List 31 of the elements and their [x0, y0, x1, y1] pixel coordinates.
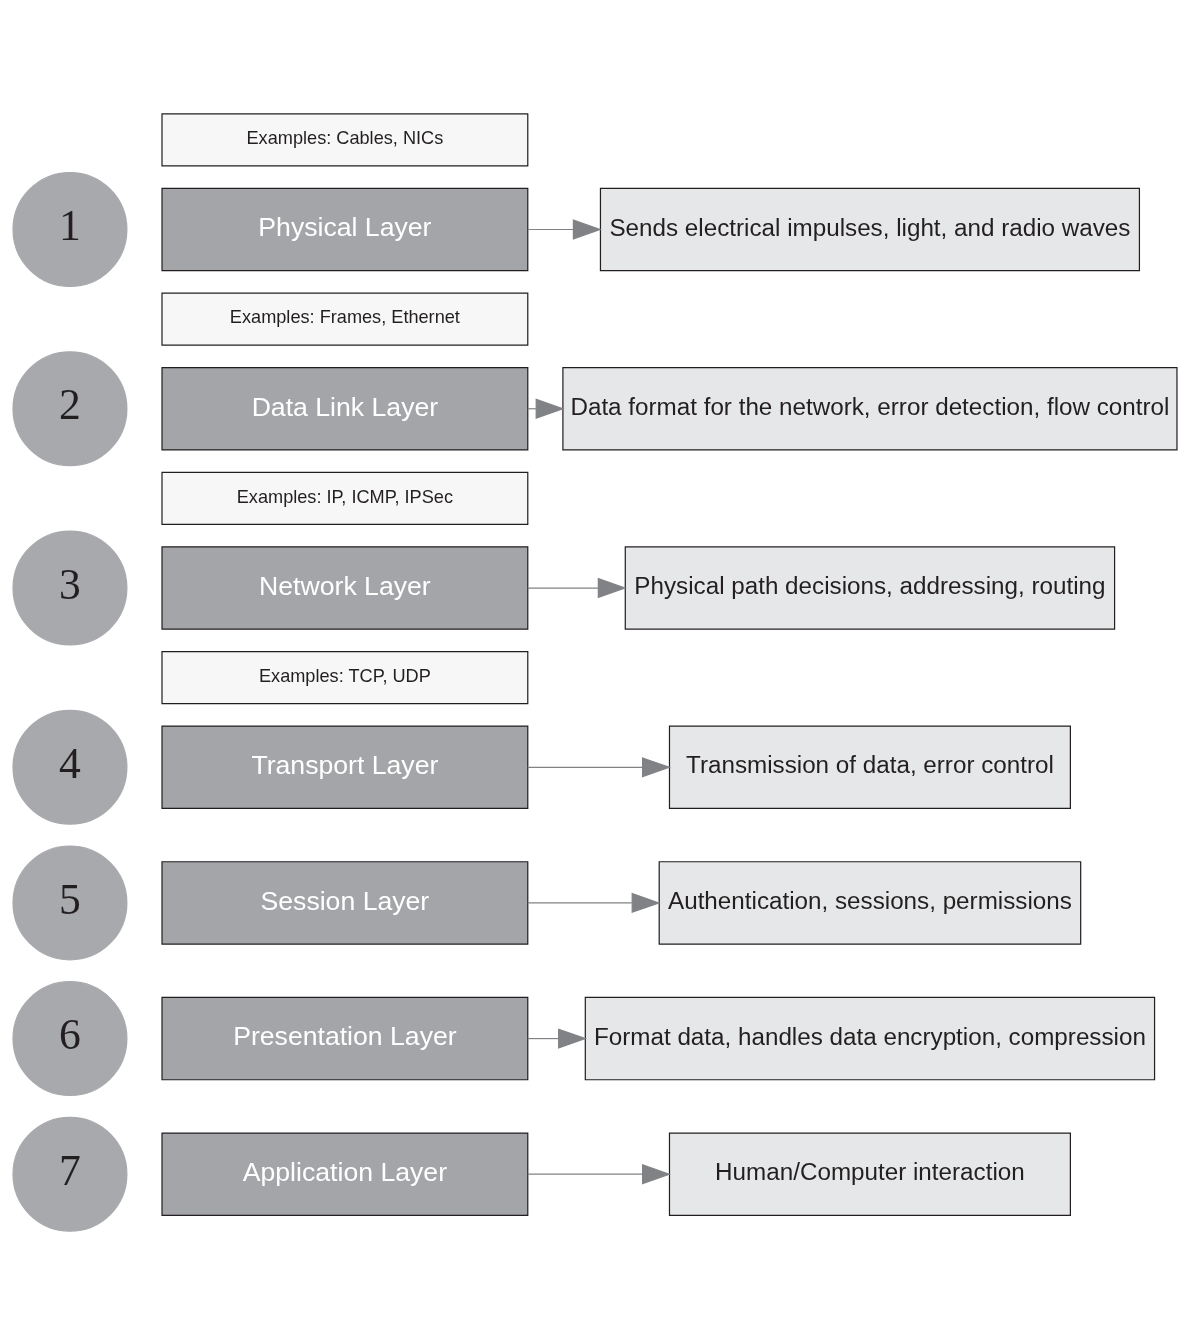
node-box: Human/Computer interaction	[668, 1131, 1071, 1216]
node-box: Examples: IP, ICMP, IPSec	[161, 471, 529, 525]
node-circle: 1	[12, 171, 128, 287]
node-circle: 5	[12, 844, 128, 960]
node-box: Data format for the network, error detection, flow control	[562, 366, 1178, 451]
node-circle: 6	[12, 980, 128, 1096]
node-box: Transmission of data, error control	[668, 725, 1071, 809]
arrow	[527, 577, 627, 598]
node-box: Data Link Layer	[161, 366, 529, 451]
arrow	[527, 218, 602, 240]
node-box: Physical Layer	[161, 187, 529, 271]
node-circle: 2	[12, 350, 128, 466]
arrow	[527, 1163, 672, 1184]
node-box: Network Layer	[161, 545, 529, 630]
arrow	[527, 1027, 588, 1049]
node-box: Examples: Cables, NICs	[161, 112, 529, 167]
node-box: Authentication, sessions, permissions	[658, 860, 1082, 945]
node-box: Examples: TCP, UDP	[161, 650, 529, 704]
node-circle: 7	[12, 1116, 128, 1232]
arrow	[527, 892, 661, 913]
node-box: Transport Layer	[161, 725, 529, 809]
node-box: Session Layer	[161, 860, 529, 945]
node-box: Format data, handles data encryption, compression	[584, 996, 1156, 1080]
node-box: Physical path decisions, addressing, routing	[624, 545, 1116, 630]
node-box: Presentation Layer	[161, 996, 529, 1080]
node-box: Application Layer	[161, 1131, 529, 1216]
node-box: Examples: Frames, Ethernet	[161, 292, 529, 346]
arrow	[527, 756, 672, 777]
node-box: Sends electrical impulses, light, and radio waves	[599, 187, 1141, 271]
node-circle: 3	[12, 530, 128, 646]
node-circle: 4	[12, 709, 128, 825]
